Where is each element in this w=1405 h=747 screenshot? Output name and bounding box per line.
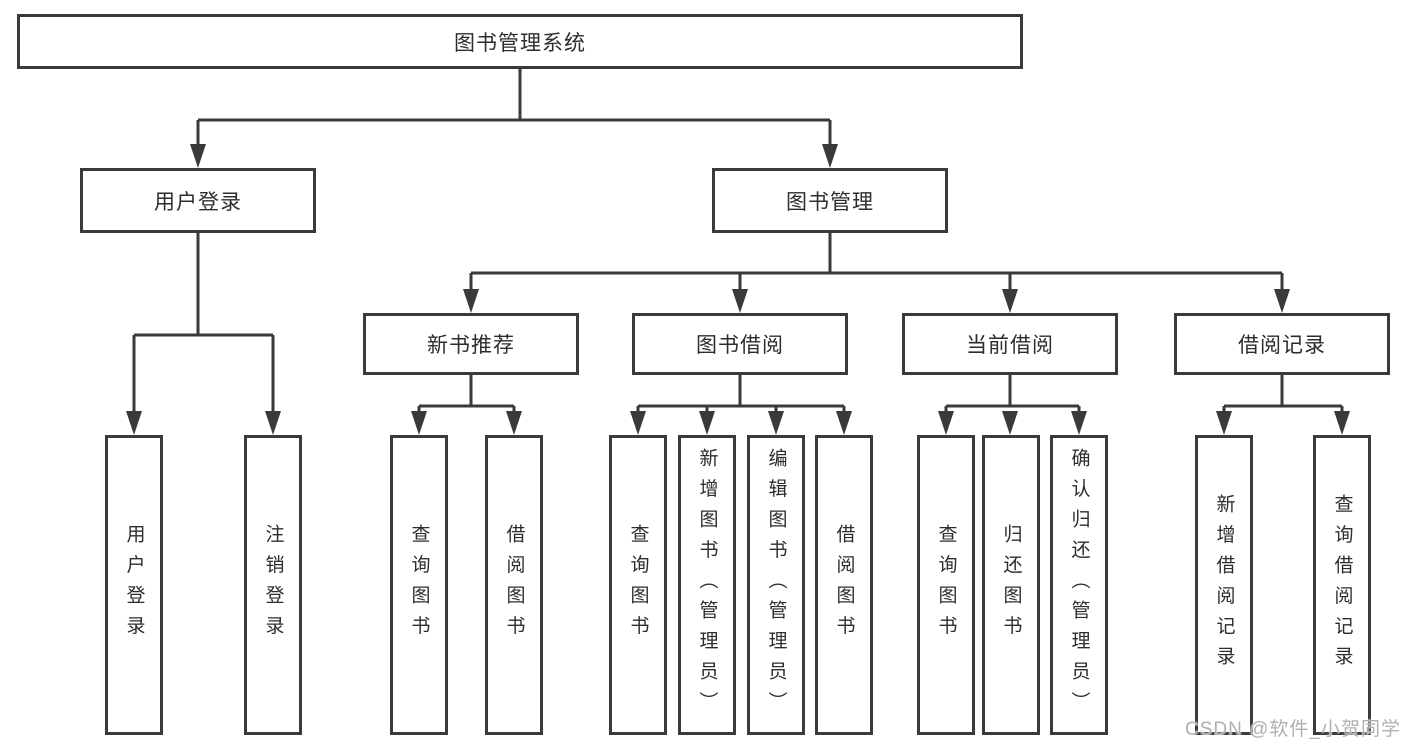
leaf-add-book-admin: 新增图书（管理员） — [678, 435, 736, 735]
node-library-management-system: 图书管理系统 — [17, 14, 1023, 69]
node-label: 借阅图书 — [503, 524, 525, 646]
node-label: 确认归还（管理员） — [1068, 448, 1090, 722]
arrowhead-icon — [411, 411, 427, 435]
node-label: 编辑图书（管理员） — [765, 448, 787, 722]
node-book-borrowing: 图书借阅 — [632, 313, 848, 375]
node-label: 新增图书（管理员） — [696, 448, 718, 722]
node-label: 当前借阅 — [966, 334, 1054, 357]
node-new-book-recommendation: 新书推荐 — [363, 313, 579, 375]
node-current-borrowing: 当前借阅 — [902, 313, 1118, 375]
node-borrowing-records: 借阅记录 — [1174, 313, 1390, 375]
node-label: 新增借阅记录 — [1213, 493, 1235, 677]
node-label: 查询图书 — [408, 524, 430, 646]
arrowhead-icon — [1216, 411, 1232, 435]
arrowhead-icon — [1274, 289, 1290, 313]
arrowhead-icon — [630, 411, 646, 435]
node-label: 借阅图书 — [833, 524, 855, 646]
leaf-query-borrow-record: 查询借阅记录 — [1313, 435, 1371, 735]
node-label: 查询图书 — [627, 524, 649, 646]
csdn-watermark: CSDN @软件_小贺同学 — [1185, 719, 1401, 740]
arrowhead-icon — [265, 411, 281, 435]
node-label: 注销登录 — [262, 524, 284, 646]
leaf-query-books-borrow: 查询图书 — [609, 435, 667, 735]
arrowhead-icon — [506, 411, 522, 435]
node-label: 归还图书 — [1000, 524, 1022, 646]
leaf-logout: 注销登录 — [244, 435, 302, 735]
node-label: 图书管理系统 — [454, 31, 586, 55]
arrowhead-icon — [126, 411, 142, 435]
leaf-confirm-return-admin: 确认归还（管理员） — [1050, 435, 1108, 735]
arrowhead-icon — [768, 411, 784, 435]
node-label: 借阅记录 — [1238, 334, 1326, 357]
leaf-return-books: 归还图书 — [982, 435, 1040, 735]
connector-path — [132, 68, 1344, 413]
node-label: 用户登录 — [123, 524, 145, 646]
node-book-management: 图书管理 — [712, 168, 948, 233]
node-label: 查询图书 — [935, 524, 957, 646]
leaf-borrow-books: 借阅图书 — [815, 435, 873, 735]
arrowhead-icon — [699, 411, 715, 435]
arrowhead-icon — [1071, 411, 1087, 435]
leaf-add-borrow-record: 新增借阅记录 — [1195, 435, 1253, 735]
node-user-login: 用户登录 — [80, 168, 316, 233]
connector-arrowheads — [126, 144, 1350, 435]
node-label: 查询借阅记录 — [1331, 493, 1353, 677]
arrowhead-icon — [190, 144, 206, 168]
arrowhead-icon — [1334, 411, 1350, 435]
arrowhead-icon — [1002, 289, 1018, 313]
arrowhead-icon — [463, 289, 479, 313]
arrowhead-icon — [1002, 411, 1018, 435]
node-label: 图书管理 — [786, 190, 874, 214]
leaf-query-books-current: 查询图书 — [917, 435, 975, 735]
arrowhead-icon — [938, 411, 954, 435]
node-label: 用户登录 — [154, 190, 242, 214]
arrowhead-icon — [836, 411, 852, 435]
leaf-user-login: 用户登录 — [105, 435, 163, 735]
arrowhead-icon — [822, 144, 838, 168]
leaf-edit-book-admin: 编辑图书（管理员） — [747, 435, 805, 735]
node-label: 图书借阅 — [696, 334, 784, 357]
node-label: 新书推荐 — [427, 334, 515, 357]
arrowhead-icon — [732, 289, 748, 313]
leaf-borrow-books-recommend: 借阅图书 — [485, 435, 543, 735]
leaf-query-books-recommend: 查询图书 — [390, 435, 448, 735]
